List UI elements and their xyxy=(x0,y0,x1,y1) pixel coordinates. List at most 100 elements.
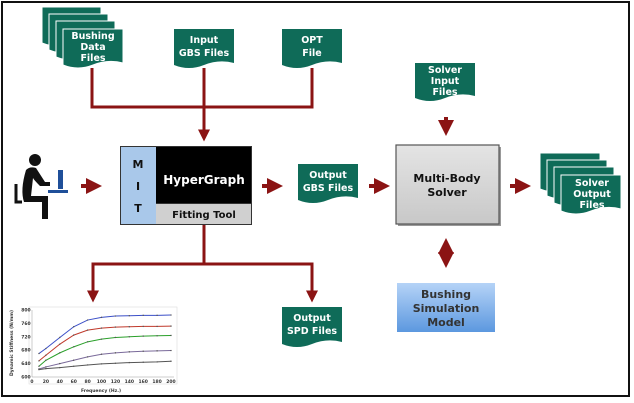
multi-body-solver-box: Multi-Body Solver xyxy=(395,144,501,226)
model-label: Simulation xyxy=(413,302,480,315)
stiffness-chart: Frequency (Hz.) Dynamic Stiffness (N/mm)… xyxy=(9,306,178,394)
data-point xyxy=(170,360,172,362)
data-point xyxy=(45,359,47,361)
data-point xyxy=(59,336,61,339)
mit-letter: T xyxy=(134,202,142,215)
x-tick-label: 80 xyxy=(84,379,90,385)
y-tick-label: 720 xyxy=(21,334,30,340)
flow-arrows xyxy=(81,117,531,268)
data-point xyxy=(59,362,61,365)
data-point xyxy=(114,315,117,317)
doc-label: File xyxy=(302,48,321,59)
y-tick-label: 600 xyxy=(21,375,30,381)
doc-label: Solver xyxy=(428,65,462,76)
data-point xyxy=(38,368,40,371)
doc-label: OPT xyxy=(301,35,323,46)
data-point xyxy=(86,329,89,331)
data-point xyxy=(100,338,103,340)
data-point xyxy=(128,326,130,328)
mit-letter: I xyxy=(136,180,140,193)
y-tick-label: 760 xyxy=(21,321,30,327)
data-point xyxy=(100,363,103,365)
data-point xyxy=(114,336,117,339)
data-point xyxy=(128,314,130,317)
x-tick-label: 180 xyxy=(152,379,161,385)
data-point xyxy=(45,347,47,350)
data-point xyxy=(114,362,117,364)
input-gbs-files-doc: Input GBS Files xyxy=(174,29,234,68)
data-point xyxy=(170,314,172,316)
data-point xyxy=(128,361,130,364)
model-label: Bushing xyxy=(421,288,471,301)
data-point xyxy=(170,334,172,337)
y-tick-label: 800 xyxy=(21,308,30,314)
x-tick-label: 60 xyxy=(71,379,77,385)
data-point xyxy=(86,364,89,366)
doc-label: Files xyxy=(432,87,457,98)
output-spd-files-doc: Output SPD Files xyxy=(282,307,342,347)
user-at-computer-icon xyxy=(14,154,68,219)
x-tick-label: 160 xyxy=(138,379,147,385)
x-tick-label: 20 xyxy=(43,379,49,385)
y-tick-label: 640 xyxy=(21,361,30,367)
output-gbs-files-doc: Output GBS Files xyxy=(298,164,358,203)
data-point xyxy=(86,319,89,321)
doc-label: Input xyxy=(190,35,219,46)
data-point xyxy=(156,325,158,328)
data-point xyxy=(114,352,117,354)
data-point xyxy=(73,346,75,348)
solver-output-files-doc: Solver Output Files xyxy=(539,152,622,215)
data-point xyxy=(114,326,117,328)
solver-label: Solver xyxy=(427,186,467,199)
data-point xyxy=(59,343,61,345)
data-point xyxy=(100,327,103,329)
doc-label: GBS Files xyxy=(179,48,230,59)
data-point xyxy=(45,366,47,368)
hypergraph-fitting-tool-box: M I T HyperGraph Fitting Tool xyxy=(120,146,252,225)
data-point xyxy=(142,350,144,352)
opt-file-doc: OPT File xyxy=(282,29,342,68)
data-point xyxy=(38,360,40,362)
data-point xyxy=(156,335,158,337)
data-point xyxy=(142,314,144,317)
x-axis-label: Frequency (Hz.) xyxy=(81,388,121,394)
solver-label: Multi-Body xyxy=(413,172,480,185)
doc-label: Data xyxy=(80,42,105,53)
solver-input-files-doc: Solver Input Files xyxy=(415,63,475,101)
data-point xyxy=(100,353,103,355)
mit-letter: M xyxy=(133,158,144,171)
output-connectors xyxy=(87,225,318,303)
x-tick-label: 0 xyxy=(30,379,33,385)
y-tick-label: 680 xyxy=(21,348,30,354)
bushing-simulation-model-box: Bushing Simulation Model xyxy=(397,283,495,332)
data-point xyxy=(45,367,47,370)
x-tick-label: 120 xyxy=(111,379,120,385)
data-point xyxy=(170,325,172,327)
doc-label: Solver xyxy=(575,178,609,189)
data-point xyxy=(156,314,158,317)
doc-label: Output xyxy=(309,170,347,181)
data-point xyxy=(86,341,89,343)
data-point xyxy=(59,352,61,354)
input-connectors xyxy=(90,68,314,142)
doc-label: Input xyxy=(431,76,460,87)
x-tick-label: 100 xyxy=(97,379,106,385)
model-label: Model xyxy=(427,316,465,329)
doc-label: SPD Files xyxy=(287,326,337,337)
hypergraph-label: HyperGraph xyxy=(163,173,245,187)
data-point xyxy=(100,316,103,319)
doc-label: Bushing xyxy=(71,31,114,42)
doc-label: Output xyxy=(573,189,611,200)
y-axis-label: Dynamic Stiffness (N/mm) xyxy=(9,310,15,376)
data-point xyxy=(73,359,75,361)
data-point xyxy=(38,352,40,355)
data-point xyxy=(59,366,61,369)
data-point xyxy=(73,334,75,336)
data-point xyxy=(86,356,89,358)
data-point xyxy=(142,335,144,337)
doc-label: GBS Files xyxy=(303,183,354,194)
data-point xyxy=(45,354,47,356)
data-point xyxy=(142,361,144,363)
doc-label: Files xyxy=(80,53,105,64)
